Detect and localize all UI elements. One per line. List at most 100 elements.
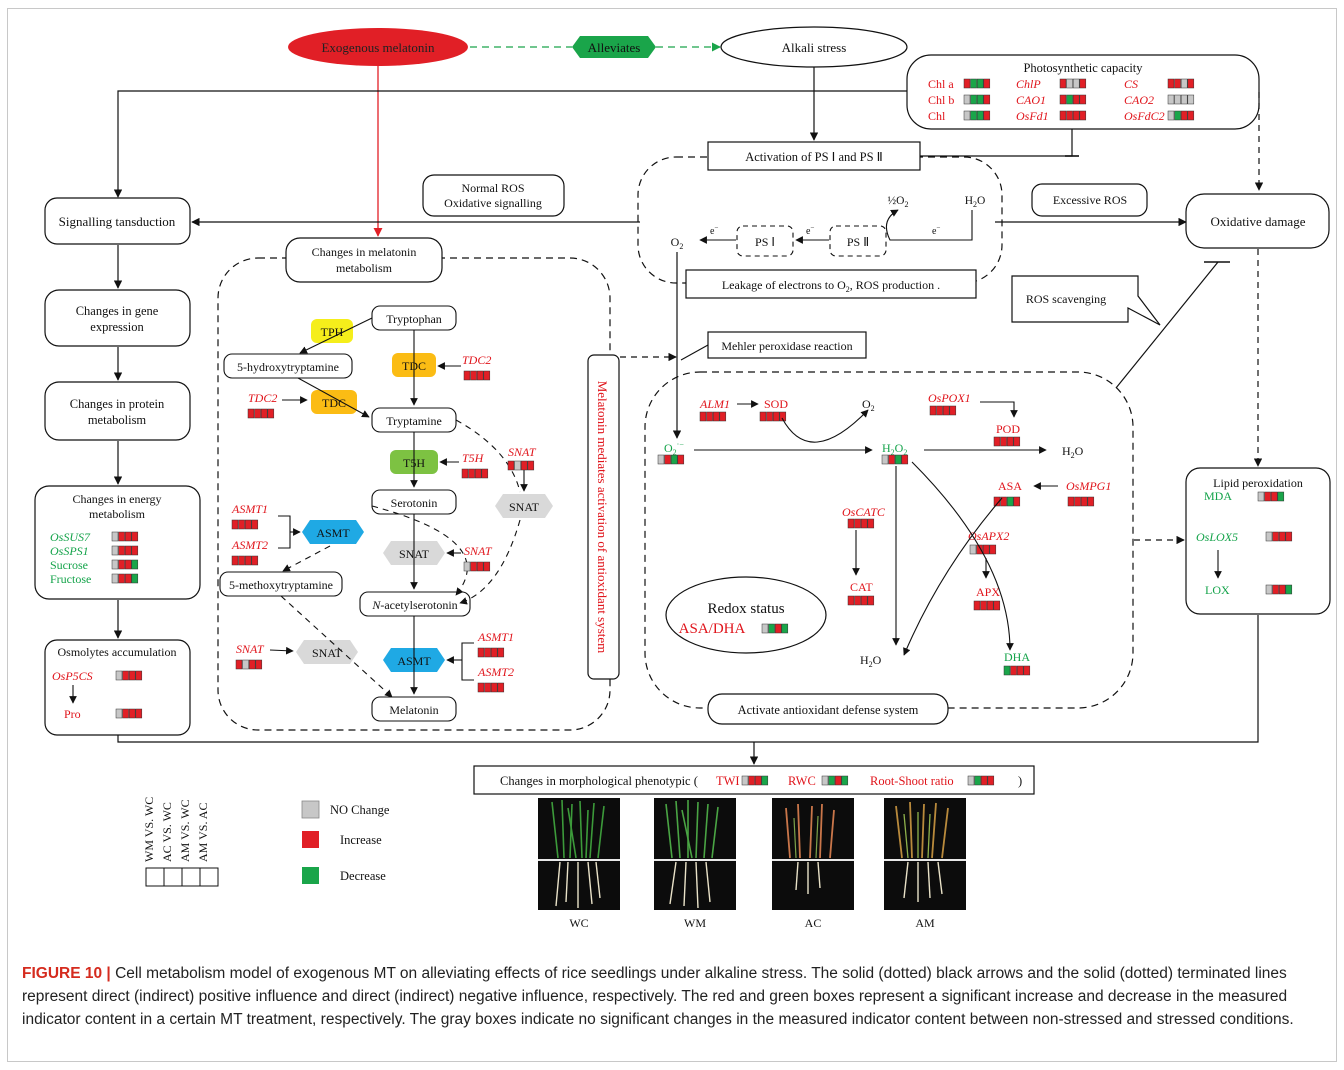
asa-label: ASA: [998, 479, 1022, 493]
leakage-label: Leakage of electrons to O2, ROS producti…: [722, 278, 940, 294]
morph-rsr-boxes-cell-3: [987, 775, 995, 786]
lipid-peroxidation-title: Lipid peroxidation: [1213, 476, 1303, 490]
ps-o2-label: O2: [671, 235, 684, 251]
photo-cao2-boxes-cell-2: [1180, 94, 1188, 105]
gene-snat-c-boxes-cell-2: [248, 659, 256, 670]
gene-tdc2-b-boxes: [247, 408, 275, 419]
photo-chl-b-boxes-cell-1: [970, 94, 977, 105]
protein-metabolism-box: [44, 381, 191, 441]
pro-boxes-cell-0: [115, 708, 123, 719]
morph-rwc-boxes-cell-1: [828, 775, 835, 786]
energy-sucrose-boxes-cell-1: [118, 559, 125, 570]
legend-comparison-0: WM VS. WC: [142, 797, 156, 862]
photo-osfdc2-boxes-cell-1: [1174, 110, 1181, 121]
gene-asmt2-a-boxes-cell-1: [238, 555, 245, 566]
gene-snat-c-label: SNAT: [236, 642, 265, 656]
redox-status-title: Redox status: [707, 601, 784, 617]
morph-rsr-boxes-cell-1: [974, 775, 981, 786]
melatonin-metabolism-title-line2: metabolism: [336, 261, 393, 275]
legend-decrease-label: Decrease: [340, 869, 386, 883]
osapx2-label: OsAPX2: [968, 529, 1009, 543]
photo-chl-b-boxes: [963, 94, 991, 105]
photo-label-wm: WM: [684, 916, 706, 930]
ps2-box: [829, 225, 887, 257]
pro-label: Pro: [64, 707, 81, 721]
pod-boxes-cell-1: [1000, 436, 1007, 447]
apx-boxes-cell-2: [986, 600, 994, 611]
gene-asmt1-b-boxes-cell-3: [497, 647, 505, 658]
osapx2-boxes: [969, 544, 997, 555]
photo-cao1-boxes-cell-3: [1079, 94, 1087, 105]
oscatc-boxes-cell-0: [847, 518, 855, 529]
osapx2-boxes-cell-1: [976, 544, 983, 555]
legend-grid-cell-0: [145, 867, 165, 887]
gene-asmt1-a-boxes-cell-3: [251, 519, 259, 530]
exogenous-melatonin-node: [288, 28, 468, 66]
alm1-label: ALM1: [699, 397, 730, 411]
excessive-ros-label: Excessive ROS: [1053, 193, 1127, 207]
legend-comparison-3: AM VS. AC: [196, 803, 210, 862]
photo-cao2-boxes-cell-0: [1167, 94, 1175, 105]
ospox1-boxes-cell-3: [949, 405, 957, 416]
sod-boxes: [759, 411, 787, 422]
morphology-indicators: Changes in morphological phenotypic ( TWI…: [500, 774, 1022, 788]
energy-ossps1-boxes: [111, 545, 139, 556]
gene-snat-a-boxes: [507, 460, 535, 471]
morph-suffix: ): [1018, 774, 1022, 788]
h2o2-boxes-cell-0: [881, 454, 889, 465]
photo-cs-boxes-cell-2: [1180, 78, 1188, 89]
pro-boxes-cell-1: [122, 708, 129, 719]
apx-boxes-cell-3: [993, 600, 1001, 611]
morph-prefix: Changes in morphological phenotypic (: [500, 774, 698, 788]
ospox1-boxes: [929, 405, 957, 416]
h2o2-label: H2O2: [882, 441, 907, 457]
photosynthetic-capacity-title: Photosynthetic capacity: [1023, 61, 1143, 75]
exogenous-melatonin-label: Exogenous melatonin: [321, 40, 435, 55]
gene-asmt2-a-boxes: [231, 555, 259, 566]
oxidative-damage-box: [1185, 193, 1330, 249]
normal-ros-box: [422, 174, 565, 217]
water-splitting-arrow: [885, 209, 973, 241]
antiox-h2o-bottom-label: H2O: [860, 653, 882, 669]
morph-twi-label: TWI: [716, 774, 740, 788]
photo-chl-a-label: Chl a: [928, 77, 954, 91]
photo-chl-a-boxes-cell-0: [963, 78, 971, 89]
alm1-boxes-cell-3: [719, 411, 727, 422]
photo-chlp-label: ChlP: [1016, 77, 1041, 91]
cat-boxes-cell-1: [854, 595, 861, 606]
morph-twi-boxes-cell-0: [741, 775, 749, 786]
activation-ps-label: Activation of PS Ⅰ and PS Ⅱ: [745, 150, 883, 164]
osp5cs-boxes-cell-0: [115, 670, 123, 681]
h2o2-boxes-cell-1: [888, 454, 895, 465]
gene-asmt2-a-label: ASMT2: [231, 538, 268, 552]
mehler-pointer: [680, 344, 709, 361]
photo-osfd1-boxes-cell-3: [1079, 110, 1087, 121]
photo-chl-b-boxes-cell-3: [983, 94, 991, 105]
melatonin-metabolism-title-box: [285, 237, 443, 283]
tdc-lower-label: TDC: [322, 396, 346, 410]
pathway-diagram: Exogenous melatonin Alleviates Alkali st…: [34, 26, 1331, 930]
osp5cs-boxes-cell-1: [122, 670, 129, 681]
gene-t5h-boxes-cell-0: [461, 468, 469, 479]
gene-t5h-label: T5H: [462, 451, 485, 465]
ps-to-photosynthesis-inhibit: [917, 129, 1073, 157]
legend-increase-label: Increase: [340, 833, 382, 847]
scavenging-inhibit-line: [1115, 261, 1219, 389]
apx-label: APX: [976, 585, 1000, 599]
energy-fructose-boxes-cell-2: [124, 573, 132, 584]
photo-cao1-boxes-cell-1: [1066, 94, 1073, 105]
oscatc-boxes-cell-1: [854, 518, 861, 529]
photo-chl-b-boxes-cell-2: [976, 94, 984, 105]
h2o2-boxes-cell-3: [901, 454, 909, 465]
superoxide-boxes-cell-3: [677, 454, 685, 465]
energy-fructose-boxes: [111, 573, 139, 584]
photosynthesis-to-signalling-line: [113, 90, 907, 198]
energy-ossps1-label: OsSPS1: [50, 544, 89, 558]
superoxide-boxes-cell-2: [670, 454, 678, 465]
apx-boxes: [973, 600, 1001, 611]
energy-fructose-boxes-cell-0: [111, 573, 119, 584]
gene-asmt1-b-boxes-cell-1: [484, 647, 491, 658]
alleviates-label: Alleviates: [588, 40, 641, 55]
gene-t5h-boxes-cell-1: [468, 468, 475, 479]
energy-fructose-label: Fructose: [50, 572, 91, 586]
